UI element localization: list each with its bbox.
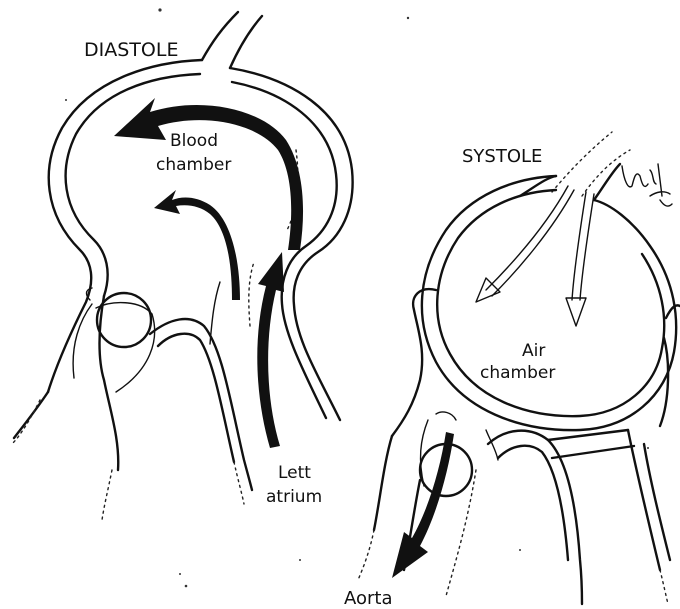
aorta-label: Aorta [344,588,393,609]
diastole-small-flow-arrow [154,190,240,300]
systole-right-outlet [628,430,670,570]
left-atrium-label-line2: atrium [266,487,322,507]
diastole-left-outlet-dash [12,400,112,520]
aorta-flow-arrow [392,432,454,578]
systole-label: SYSTOLE [462,146,542,167]
diastole-top-tube-outer [202,12,238,60]
left-atrium-label-line1: Lett [278,463,311,483]
diastole-valve-ball [97,293,151,347]
systole-left-wall [392,289,436,436]
diastole-top-tube-inner [230,16,262,68]
systole-top-tube [520,164,620,200]
diastole-left-outlet [14,296,118,470]
print-specks [65,8,649,587]
artist-signature [622,164,672,206]
diastole-atrium-flow-arrow [257,252,284,448]
diastole-inner-flap [210,282,220,344]
diastole-label: DIASTOLE [84,39,178,61]
air-chamber-label-line1: Air [522,341,545,361]
systole-right-outlet-dash [660,570,668,604]
blood-chamber-label-line1: Blood [170,131,218,151]
diastole-septum [150,319,252,490]
diastole-septum-dash [234,462,244,504]
blood-chamber-label-line2: chamber [156,155,231,175]
air-chamber-label-line2: chamber [480,363,555,383]
systole-panel: SYSTOLE Air chamber Aorta [344,132,680,609]
systole-top-tube-dash [552,132,630,196]
diastole-panel: DIASTOLE Blood chamber Lett atrium [12,12,353,520]
systole-bridge [548,430,634,458]
